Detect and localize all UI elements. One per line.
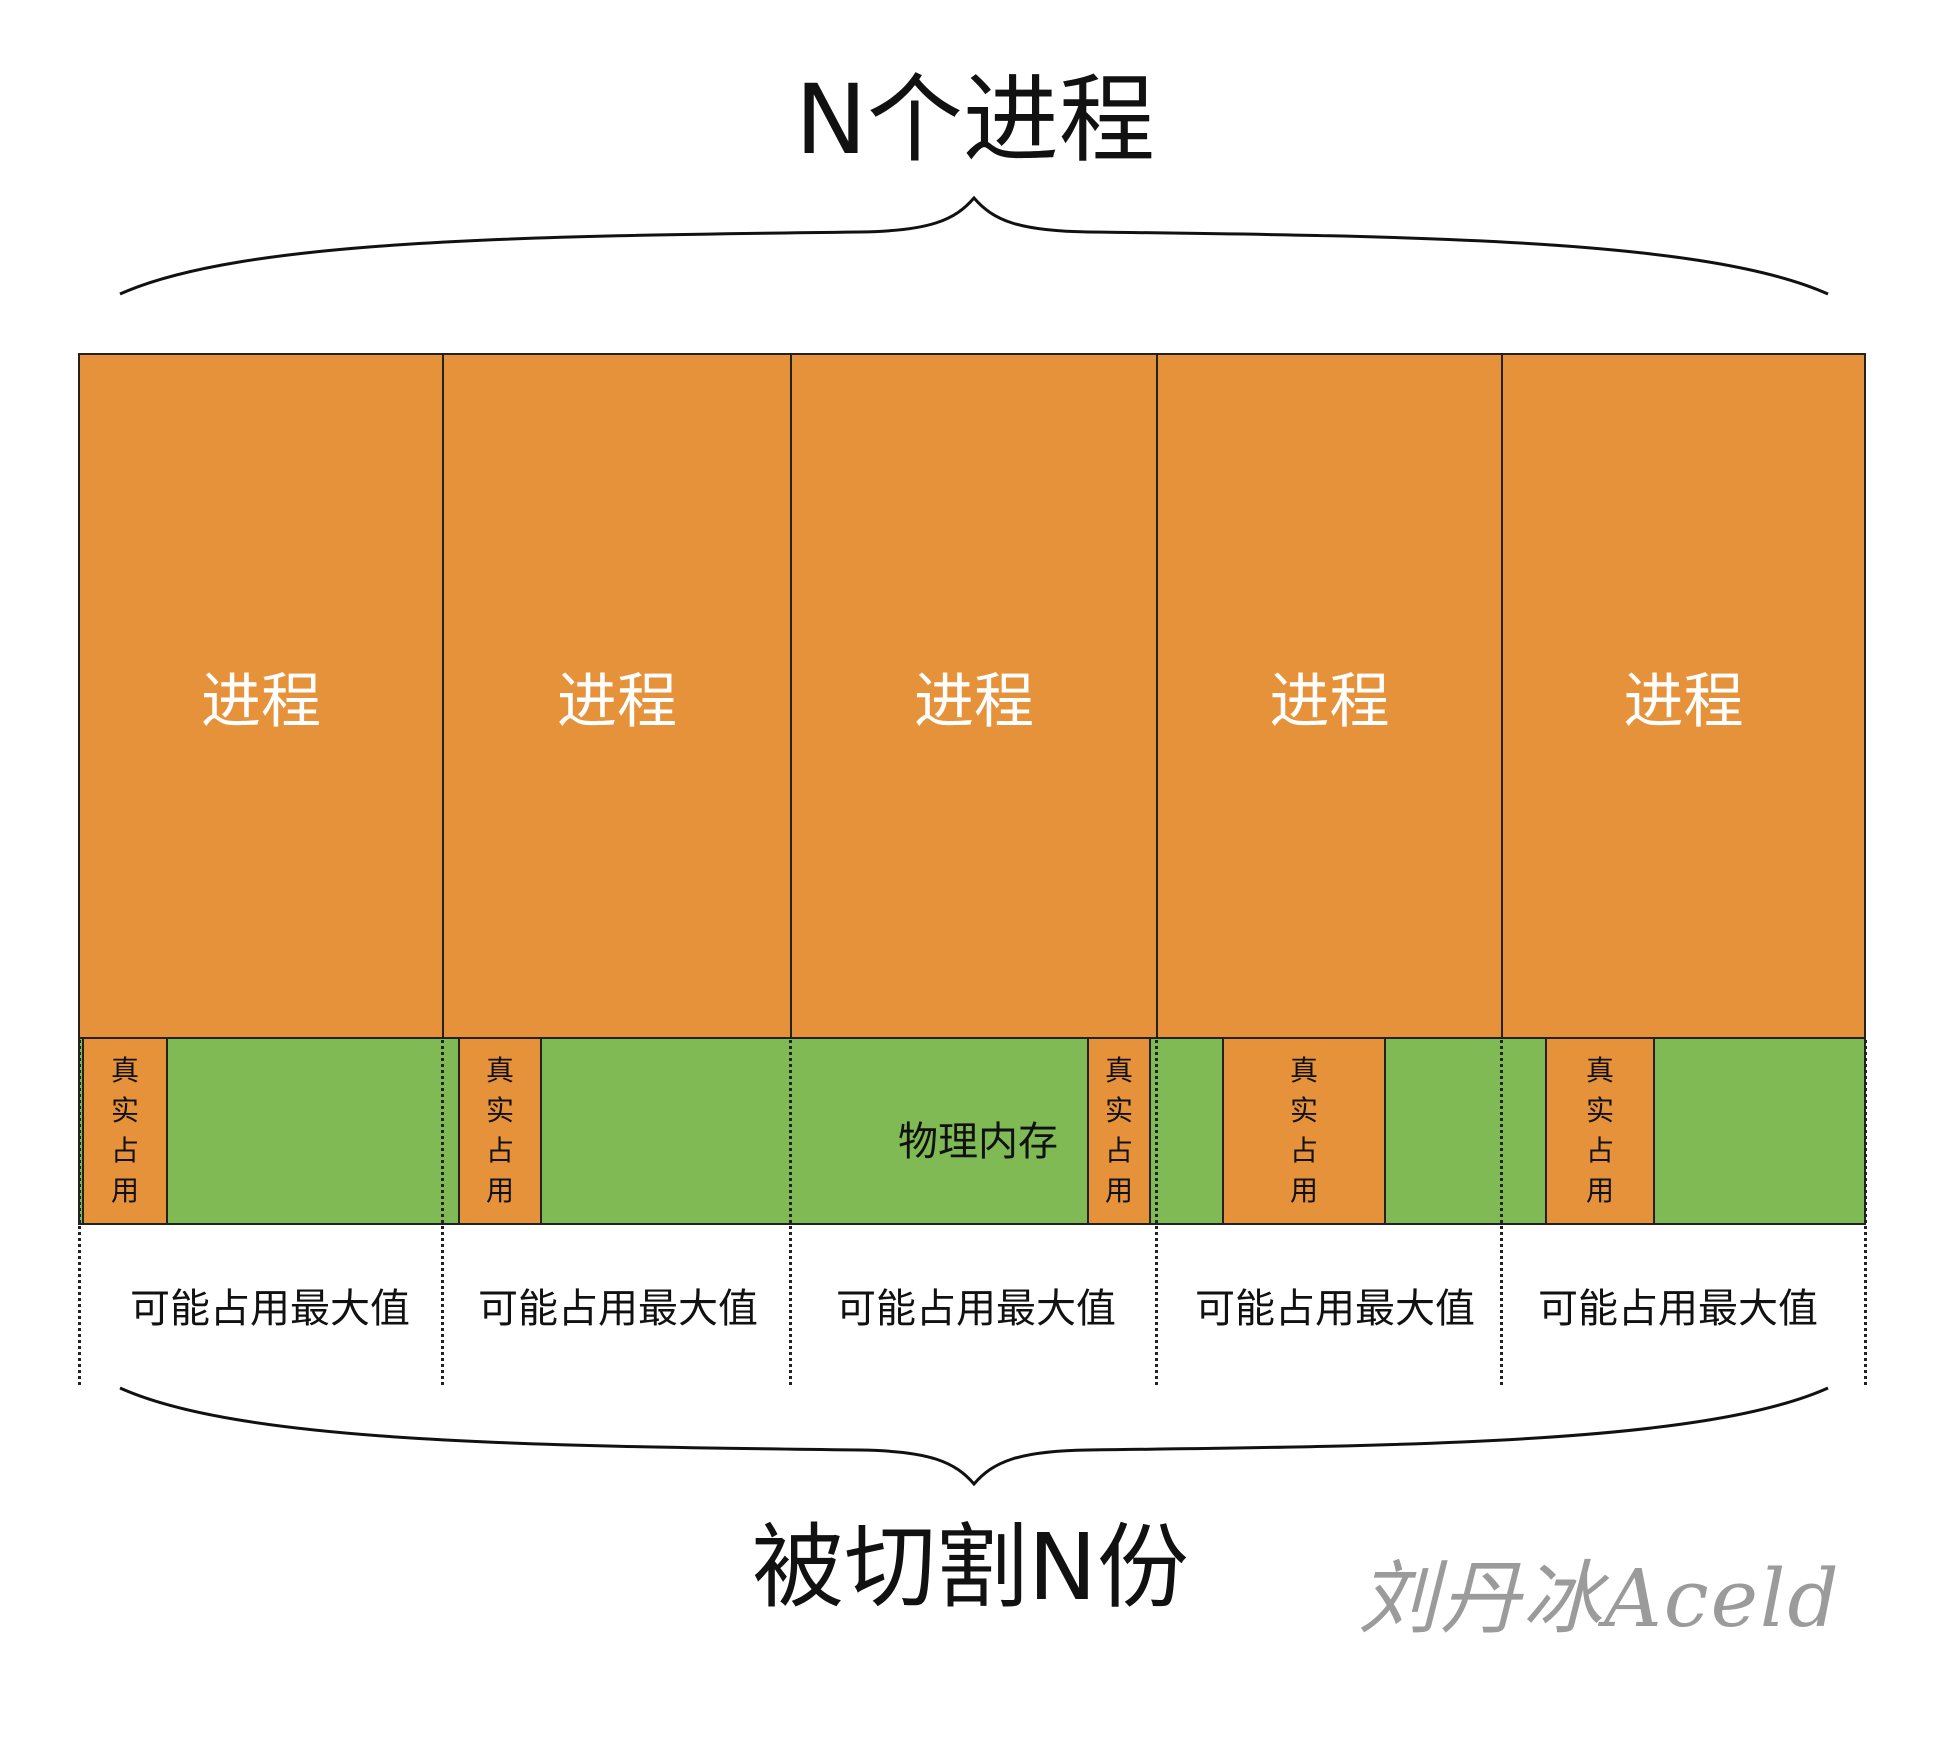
process-box: 进程 xyxy=(1503,355,1864,1037)
real-use-char: 用 xyxy=(1104,1174,1133,1207)
real-use-char: 实 xyxy=(485,1094,514,1127)
author-watermark: 刘丹冰Aceld xyxy=(1358,1552,1841,1645)
real-use-char: 占 xyxy=(1104,1134,1133,1167)
physical-memory-bar: 真 实 占 用 真 实 占 用 物理内存 真 实 占 用 真 实 占 用 真 实… xyxy=(78,1037,1866,1225)
process-box: 进程 xyxy=(80,355,444,1037)
real-use-char: 真 xyxy=(1289,1054,1318,1087)
real-use-block: 真 实 占 用 xyxy=(1545,1039,1655,1223)
dotted-divider xyxy=(1155,1040,1158,1385)
process-box: 进程 xyxy=(792,355,1158,1037)
process-box: 进程 xyxy=(444,355,792,1037)
process-row: 进程 进程 进程 进程 进程 xyxy=(78,353,1866,1039)
real-use-char: 实 xyxy=(1104,1094,1133,1127)
bottom-brace xyxy=(119,1386,1829,1487)
dotted-divider xyxy=(441,1040,444,1385)
top-title: N个进程 xyxy=(795,64,1155,176)
real-use-char: 真 xyxy=(485,1054,514,1087)
max-usage-label: 可能占用最大值 xyxy=(836,1286,1116,1332)
dotted-divider xyxy=(1500,1040,1503,1385)
real-use-char: 真 xyxy=(1585,1054,1614,1087)
real-use-char: 占 xyxy=(485,1134,514,1167)
process-label: 进程 xyxy=(557,666,677,737)
process-label: 进程 xyxy=(201,666,321,737)
real-use-block: 真 实 占 用 xyxy=(458,1039,542,1223)
dotted-divider xyxy=(78,1040,81,1385)
real-use-char: 实 xyxy=(1289,1094,1318,1127)
dotted-divider xyxy=(1864,1040,1867,1385)
max-usage-label: 可能占用最大值 xyxy=(130,1286,410,1332)
real-use-char: 用 xyxy=(1289,1174,1318,1207)
process-label: 进程 xyxy=(914,666,1034,737)
physical-memory-label: 物理内存 xyxy=(898,1119,1058,1165)
real-use-char: 占 xyxy=(1289,1134,1318,1167)
max-usage-label: 可能占用最大值 xyxy=(478,1286,758,1332)
bottom-title: 被切割N份 xyxy=(752,1514,1189,1621)
real-use-char: 真 xyxy=(110,1054,139,1087)
process-label: 进程 xyxy=(1269,666,1390,737)
real-use-block: 真 实 占 用 xyxy=(82,1039,168,1223)
real-use-char: 用 xyxy=(110,1174,139,1207)
real-use-char: 占 xyxy=(1585,1134,1614,1167)
real-use-block: 真 实 占 用 xyxy=(1087,1039,1151,1223)
real-use-block: 真 实 占 用 xyxy=(1222,1039,1386,1223)
real-use-char: 用 xyxy=(1585,1174,1614,1207)
dotted-divider xyxy=(789,1040,792,1385)
real-use-char: 占 xyxy=(110,1134,139,1167)
real-use-char: 用 xyxy=(485,1174,514,1207)
real-use-char: 真 xyxy=(1104,1054,1133,1087)
max-usage-label: 可能占用最大值 xyxy=(1538,1286,1818,1332)
max-usage-label: 可能占用最大值 xyxy=(1195,1286,1475,1332)
real-use-char: 实 xyxy=(1585,1094,1614,1127)
real-use-char: 实 xyxy=(110,1094,139,1127)
process-box: 进程 xyxy=(1158,355,1503,1037)
top-brace xyxy=(119,195,1829,296)
process-label: 进程 xyxy=(1623,666,1744,737)
